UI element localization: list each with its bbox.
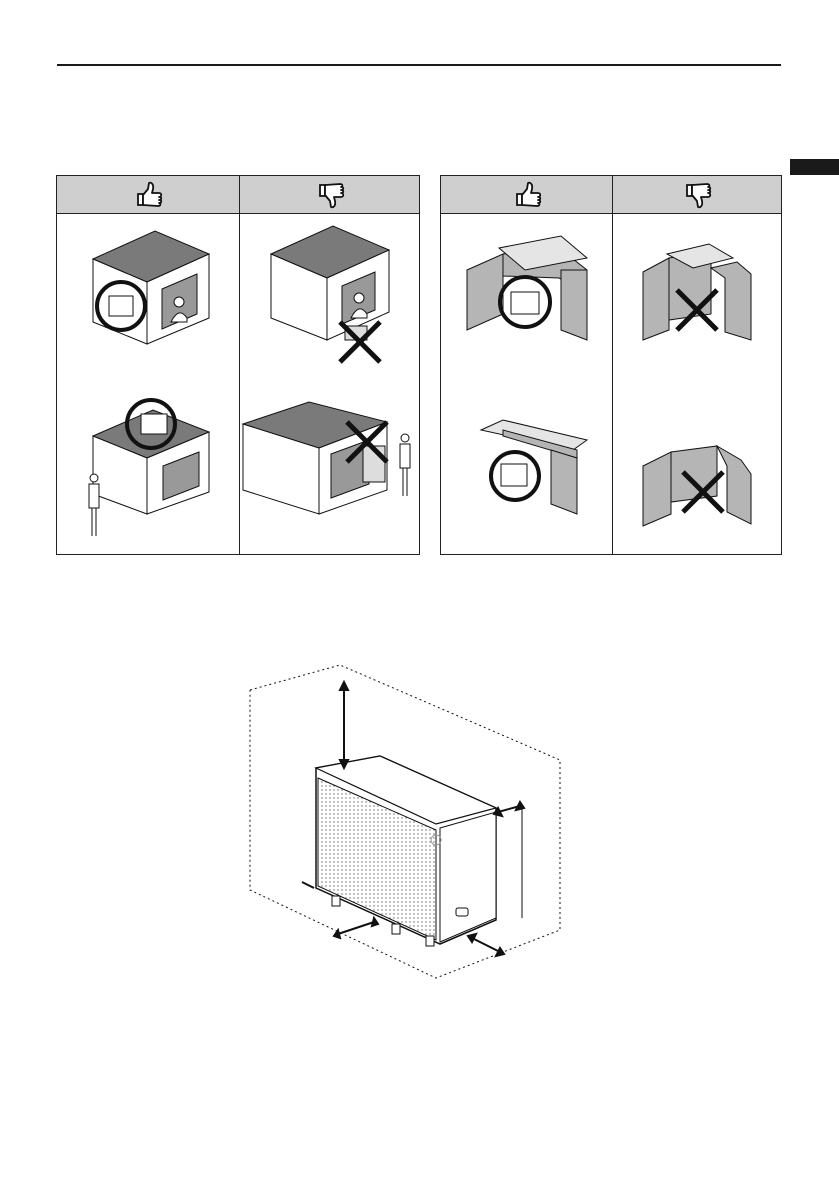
open-alcove-ok-illustration [467,236,587,340]
wall-placement-panel [440,175,782,555]
panel-header [441,176,781,214]
installation-clearance-diagram [240,660,580,990]
not-recommended-column-header [613,176,781,213]
page-header-rule [57,64,781,66]
thumbs-up-icon [510,180,544,210]
thumbs-up-icon [131,180,165,210]
wall-mounted-ok-illustration [93,231,209,344]
building-placement-illustrations [57,214,419,554]
not-recommended-column-header [240,176,420,213]
overhang-ok-illustration [481,420,587,514]
building-placement-panel [56,175,420,555]
outdoor-unit [316,756,496,946]
section-tab-marker [790,159,839,175]
wall-placement-illustrations [441,214,781,554]
thumbs-down-icon [313,180,347,210]
roof-mounted-ok-illustration [89,400,209,536]
tight-corner-bad-illustration [643,446,751,526]
under-window-bad-illustration [271,226,389,362]
panel-header [57,176,419,214]
thumbs-down-icon [680,180,714,210]
recommended-column-header [57,176,239,213]
closed-alcove-bad-illustration [643,244,751,340]
near-window-bad-illustration [243,402,410,514]
recommended-column-header [441,176,612,213]
